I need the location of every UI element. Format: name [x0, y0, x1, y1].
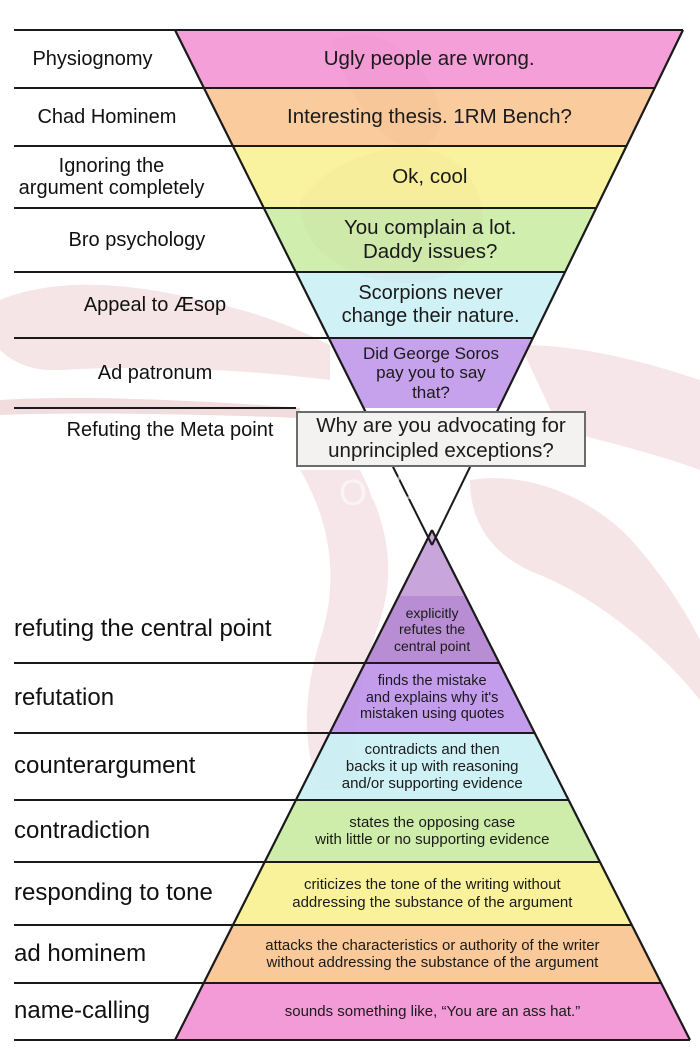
ouch-watermark: OUCH!	[337, 461, 457, 514]
bottom-tier-band-responding-to-tone	[232, 862, 632, 925]
row-divider-lines	[14, 29, 690, 1041]
top-tier-label-ad-patronum: Ad patronum	[97, 361, 213, 384]
top-tier-label-bro-psychology: Bro psychology	[68, 228, 206, 251]
bottom-tier-band-contradiction	[264, 800, 600, 862]
top-pyramid-apex-left	[392, 466, 433, 546]
bottom-tier-label-ad-hominem: ad hominem	[14, 939, 147, 967]
top-tier-text-ad-patronum: Did George Soros pay you to say that?	[362, 343, 500, 402]
ghost-arm-right	[520, 345, 700, 470]
bottom-pyramid-left-edge	[174, 529, 433, 1041]
top-tier-text-physiognomy: Ugly people are wrong.	[323, 47, 535, 71]
ghost-torso	[300, 470, 389, 790]
bottom-tier-label-counterargument: counterargument	[14, 752, 196, 780]
bottom-tier-label-refuting-the-central-point: refuting the central point	[14, 615, 272, 643]
top-pyramid-apex-right	[431, 466, 471, 546]
top-tier-text-bro-psychology: You complain a lot. Daddy issues?	[343, 216, 517, 263]
bottom-pyramid-apex	[398, 530, 466, 596]
ghost-arm-left	[0, 284, 330, 380]
pyramid-outlines	[174, 29, 691, 1041]
bottom-tier-label-refutation: refutation	[14, 683, 115, 711]
bottom-tier-band-refuting-the-central-point	[364, 596, 500, 663]
top-tier-text-appeal-to-sop: Scorpions never change their nature.	[341, 282, 520, 327]
bottom-tier-label-name-calling: name-calling	[14, 997, 151, 1025]
top-tier-text-ignoring-the-argument-completely: Ok, cool	[392, 165, 468, 189]
bottom-tier-band-name-calling	[175, 983, 690, 1040]
bottom-pyramid-right-edge	[431, 529, 691, 1041]
bottom-tier-text-contradiction: states the opposing case with little or …	[315, 813, 550, 848]
top-tier-label-appeal-to-sop: Appeal to Æsop	[83, 293, 227, 316]
ghost-shoulder-right	[470, 478, 700, 700]
tier-bands	[175, 30, 690, 1040]
top-tier-band-ad-patronum	[328, 338, 533, 408]
top-tier-label-physiognomy: Physiognomy	[32, 47, 153, 70]
top-tier-band-physiognomy	[175, 30, 683, 88]
bottom-tier-text-counterargument: contradicts and then backs it up with re…	[341, 740, 523, 793]
bottom-tier-text-refutation: finds the mistake and explains why it's …	[360, 672, 505, 723]
top-tier-label-chad-hominem: Chad Hominem	[37, 105, 177, 128]
top-tier-band-appeal-to-sop	[295, 272, 566, 338]
top-pyramid-left-edge	[174, 29, 395, 468]
top-pyramid-right-edge	[469, 29, 684, 468]
top-tier-label-ignoring-the-argument-completely: Ignoring the argument completely	[18, 154, 205, 199]
meta-point-label: Refuting the Meta point	[66, 418, 274, 441]
bottom-tier-text-name-calling: sounds something like, “You are an ass h…	[284, 1002, 581, 1020]
top-tier-band-bro-psychology	[263, 208, 597, 272]
bottom-tier-band-counterargument	[295, 733, 569, 800]
bottom-tier-band-ad-hominem	[203, 925, 662, 983]
bottom-tier-label-contradiction: contradiction	[14, 816, 151, 844]
meta-point-box: Why are you advocating for unprincipled …	[296, 411, 586, 467]
bottom-tier-text-refuting-the-central-point: explicitly refutes the central point	[393, 605, 471, 654]
top-tier-band-chad-hominem	[203, 88, 655, 146]
bottom-tier-label-responding-to-tone: responding to tone	[14, 879, 213, 907]
top-tier-band-ignoring-the-argument-completely	[232, 146, 627, 208]
bottom-tier-text-responding-to-tone: criticizes the tone of the writing witho…	[292, 876, 573, 911]
bottom-tier-text-ad-hominem: attacks the characteristics or authority…	[265, 936, 600, 971]
top-tier-text-chad-hominem: Interesting thesis. 1RM Bench?	[287, 105, 572, 129]
bottom-tier-band-refutation	[329, 663, 535, 733]
